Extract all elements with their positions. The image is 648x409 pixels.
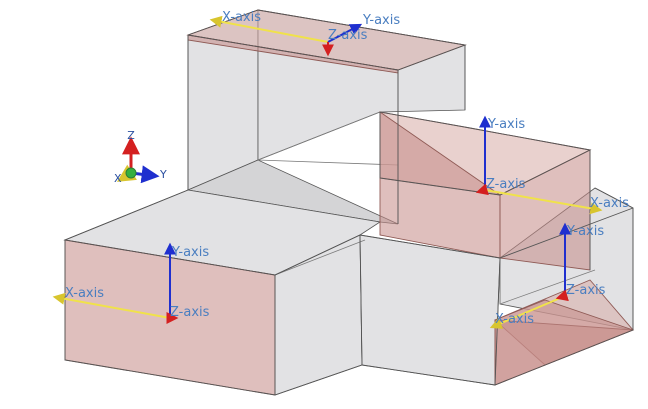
- edge-right-box-top: [379, 111, 592, 196]
- port-left-axes: Y-axis X-axis Z-axis: [52, 242, 210, 324]
- port-front-z-label: Z-axis: [566, 283, 606, 298]
- port-right-z-axis: [475, 183, 489, 196]
- triad-z-label: Z: [127, 129, 135, 142]
- port-front-z-axis: [555, 289, 569, 302]
- port-right-y-label: Y-axis: [487, 117, 525, 132]
- front-center-face-right: [359, 234, 501, 386]
- port-top-axes: X-axis Y-axis Z-axis: [209, 10, 400, 57]
- port-front-x-axis: [489, 295, 566, 329]
- hidden-edge-2: [257, 159, 399, 166]
- port-top-x-label: X-axis: [222, 10, 261, 25]
- port-front-y-label: Y-axis: [566, 224, 604, 239]
- port-front-x-label: X-axis: [495, 312, 534, 327]
- port-top-y-label: Y-axis: [362, 13, 400, 28]
- port-faces: [64, 9, 635, 396]
- port-right-x-label: X-axis: [590, 196, 629, 211]
- port-right-axes: Y-axis Z-axis X-axis: [475, 115, 629, 215]
- hidden-edge-6: [274, 239, 366, 276]
- port-top-x-axis: [209, 15, 329, 43]
- hidden-edge-1: [257, 111, 381, 161]
- outline-edges: [63, 9, 634, 396]
- port-left-x-label: X-axis: [65, 286, 104, 301]
- triad-origin-icon: [125, 167, 137, 179]
- edge-center-block: [359, 234, 363, 366]
- port-front-axes: Y-axis Z-axis X-axis: [489, 222, 606, 329]
- global-triad[interactable]: Z Y X: [114, 129, 167, 185]
- port-right-z-label: Z-axis: [486, 177, 526, 192]
- port-left-z-label: Z-axis: [170, 305, 210, 320]
- edge-front-top: [359, 234, 501, 259]
- hidden-edge-5: [499, 269, 596, 305]
- port-right-x-axis: [484, 189, 603, 215]
- edge-bottom-outline: [64, 187, 634, 396]
- port-left-x-axis: [52, 292, 171, 319]
- triad-x-label: X: [114, 172, 122, 185]
- port-top-z-label: Z-axis: [328, 28, 368, 43]
- port-top-y-axis: [327, 23, 363, 43]
- port-left-y-label: Y-axis: [171, 245, 209, 260]
- triad-y-label: Y: [159, 168, 167, 181]
